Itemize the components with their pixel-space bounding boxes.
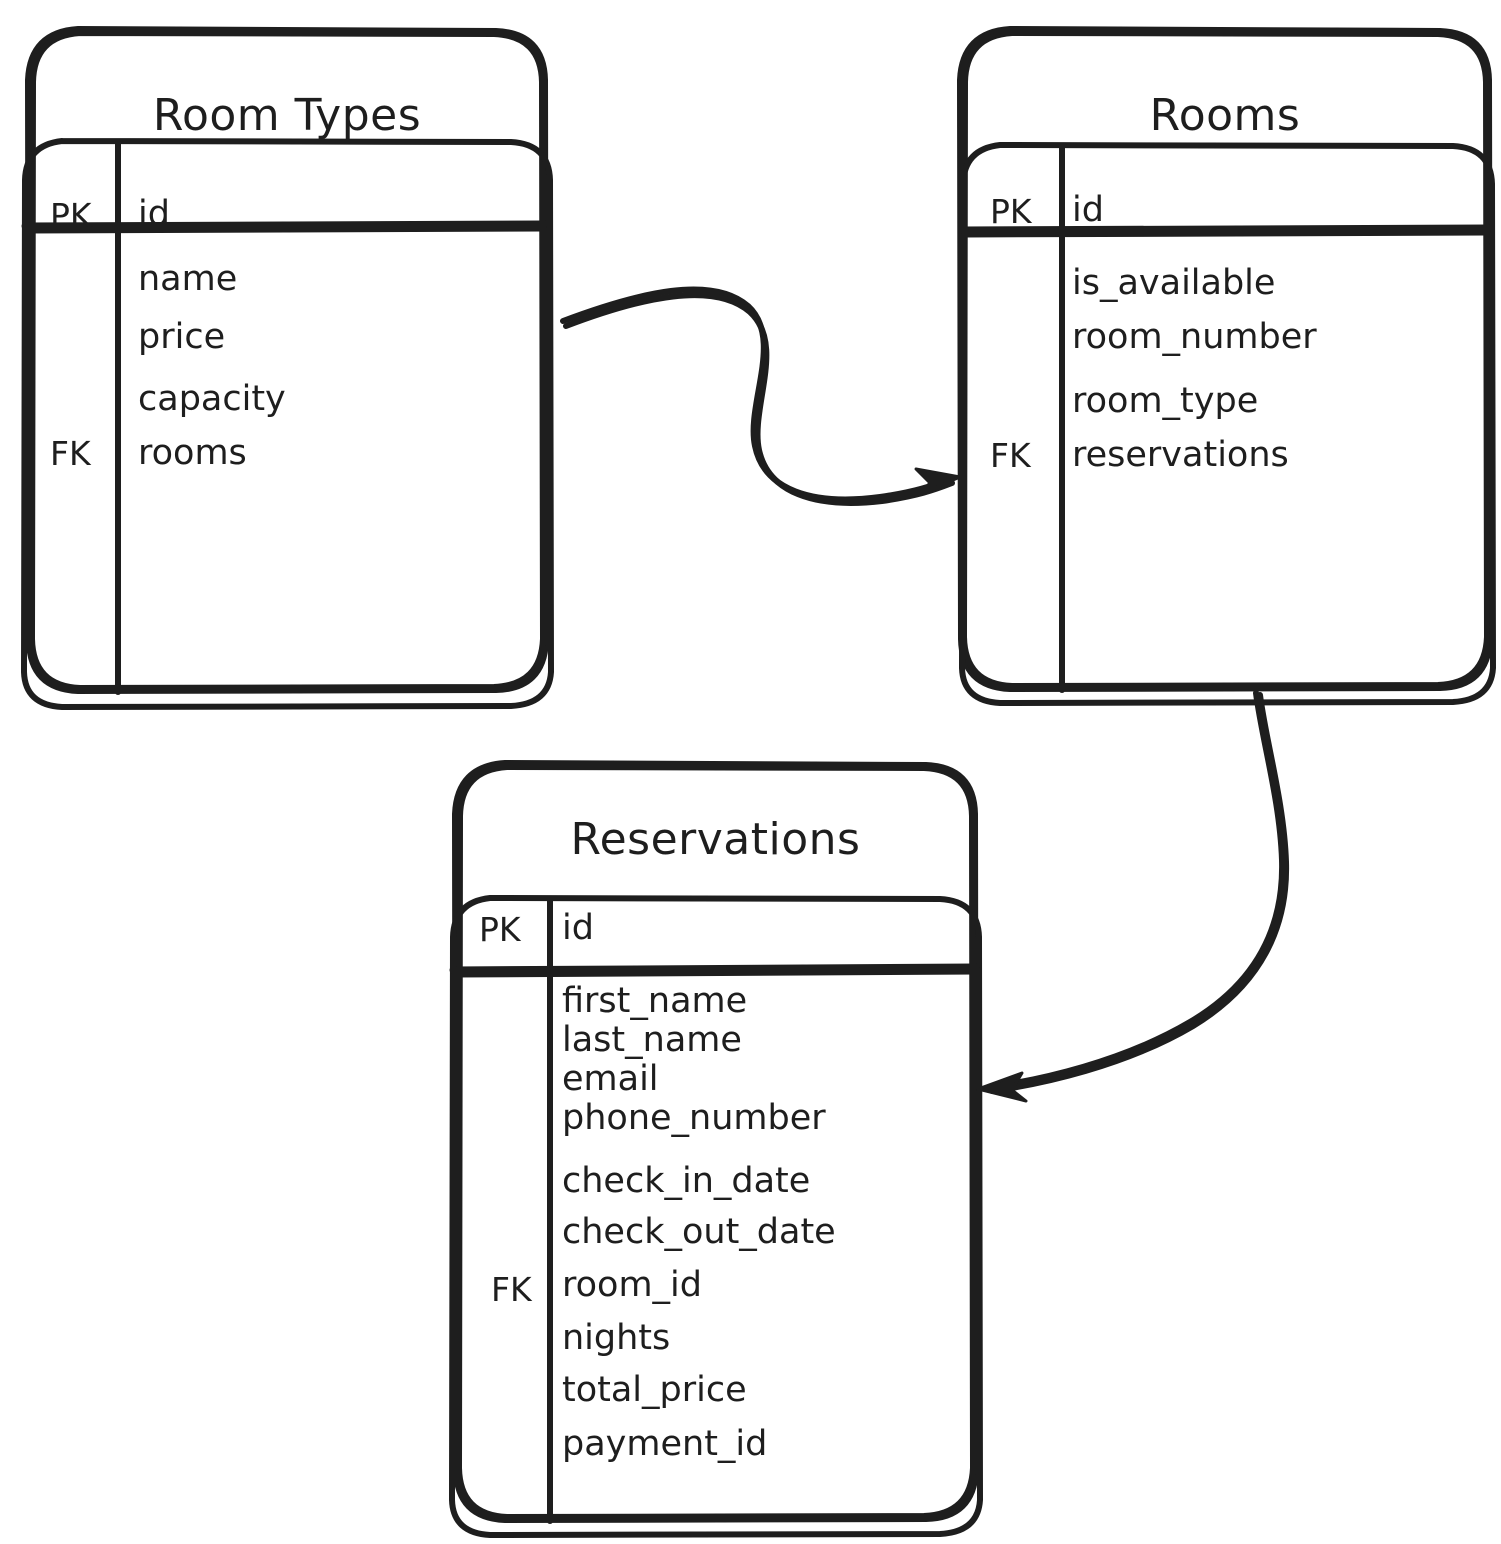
- entity-title-reservations: Reservations: [570, 814, 861, 865]
- field-reservations-0: first_name: [562, 981, 748, 1021]
- entity-room-types[interactable]: Room Types PK id FK name price capacity …: [28, 28, 546, 692]
- field-room-types-1: price: [138, 317, 226, 357]
- field-room-types-3: rooms: [138, 433, 247, 473]
- field-reservations-4: check_in_date: [562, 1161, 811, 1201]
- field-room-types-0: name: [138, 259, 238, 299]
- field-reservations-9: payment_id: [562, 1424, 768, 1464]
- fk-label-room-types: FK: [50, 434, 91, 473]
- pk-field-rooms: id: [1072, 190, 1104, 230]
- field-reservations-8: total_price: [562, 1370, 747, 1410]
- pk-field-room-types: id: [138, 194, 170, 234]
- connector-room-types-to-rooms: [560, 286, 955, 506]
- entity-reservations[interactable]: Reservations PK id FK first_name last_na…: [455, 762, 976, 1520]
- field-reservations-1: last_name: [562, 1020, 742, 1060]
- pk-field-reservations: id: [562, 908, 594, 948]
- entity-title-rooms: Rooms: [1149, 90, 1301, 141]
- pk-label-rooms: PK: [990, 192, 1032, 231]
- entity-title-room-types: Room Types: [152, 90, 422, 141]
- fk-label-reservations: FK: [491, 1270, 532, 1309]
- arrowhead-reservations: [976, 1071, 1028, 1103]
- field-room-types-2: capacity: [138, 379, 286, 419]
- field-reservations-5: check_out_date: [562, 1212, 836, 1252]
- pk-label-room-types: PK: [50, 196, 92, 235]
- field-rooms-3: reservations: [1072, 435, 1289, 475]
- field-reservations-6: room_id: [562, 1265, 702, 1305]
- fk-label-rooms: FK: [990, 436, 1031, 475]
- field-rooms-2: room_type: [1072, 381, 1259, 421]
- field-reservations-7: nights: [562, 1318, 671, 1358]
- entity-rooms[interactable]: Rooms PK id FK is_available room_number …: [960, 28, 1490, 690]
- connector-rooms-to-reservations: [987, 690, 1290, 1094]
- field-reservations-3: phone_number: [562, 1098, 826, 1138]
- field-reservations-2: email: [562, 1059, 659, 1099]
- field-rooms-0: is_available: [1072, 263, 1276, 303]
- pk-label-reservations: PK: [479, 910, 521, 949]
- field-rooms-1: room_number: [1072, 317, 1317, 357]
- arrowhead-rooms: [914, 467, 962, 497]
